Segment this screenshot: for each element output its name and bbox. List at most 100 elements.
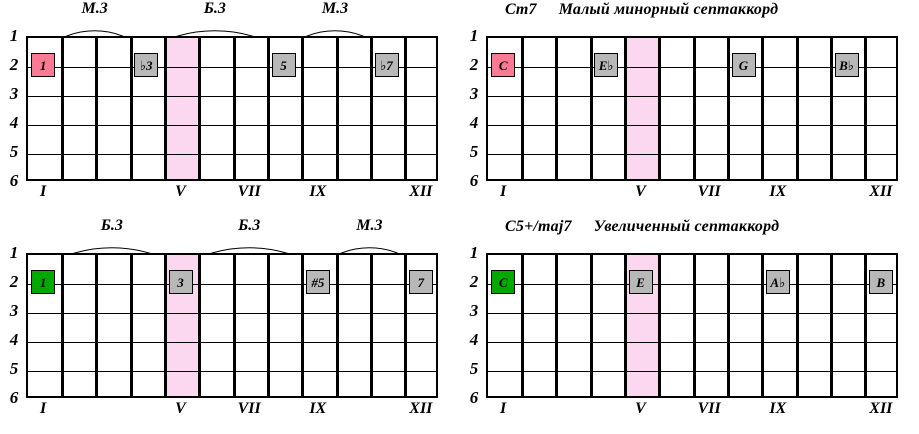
note-marker[interactable]: E♭ [594, 53, 619, 77]
note-marker[interactable]: C [491, 270, 516, 294]
fret-numeral-label: VII [697, 400, 721, 417]
note-marker[interactable]: B♭ [834, 53, 859, 77]
chord-symbol: C5+/maj7 [505, 218, 572, 235]
string-line [28, 154, 436, 155]
fret-line [726, 255, 730, 396]
string-line [488, 125, 896, 126]
string-line [488, 96, 896, 97]
string-number-label: 3 [9, 84, 19, 103]
fret-numeral-label: IX [309, 183, 327, 200]
fret-line [795, 38, 799, 179]
fret-line [589, 38, 593, 179]
fret-numeral-label: VII [697, 183, 721, 200]
fretboard [26, 36, 438, 181]
fret-line [623, 255, 627, 396]
note-marker[interactable]: #5 [305, 270, 330, 294]
fret-line [198, 255, 202, 396]
fret-numeral-label: XII [869, 183, 893, 200]
note-marker[interactable]: E [628, 270, 653, 294]
string-line [28, 67, 436, 68]
fret-line [129, 255, 133, 396]
fret-line [829, 255, 833, 396]
fret-line [589, 255, 593, 396]
fret-numeral-label: I [500, 400, 507, 417]
fret-line [232, 38, 236, 179]
fret-line [335, 38, 339, 179]
fret-line [404, 38, 408, 179]
note-marker[interactable]: 5 [271, 53, 296, 77]
string-number-label: 1 [469, 26, 479, 45]
interval-label: M.3 [81, 0, 108, 17]
fret-line [404, 255, 408, 396]
string-line [28, 313, 436, 314]
string-line [28, 342, 436, 343]
string-number-label: 1 [469, 243, 479, 262]
string-number-label: 2 [9, 55, 19, 74]
fret-line [232, 255, 236, 396]
string-line [28, 125, 436, 126]
note-marker[interactable]: C [491, 53, 516, 77]
chord-description: Увеличенный септаккорд [593, 218, 780, 235]
note-marker[interactable]: 1 [31, 270, 56, 294]
string-number-label: 2 [469, 272, 479, 291]
string-number-label: 5 [9, 142, 19, 161]
note-marker[interactable]: ♭7 [374, 53, 399, 77]
fret-numeral-label: I [500, 183, 507, 200]
string-number-label: 2 [469, 55, 479, 74]
string-line [28, 284, 436, 285]
string-number-label: 3 [469, 301, 479, 320]
note-marker[interactable]: B [868, 270, 893, 294]
string-number-label: 4 [469, 113, 479, 132]
fret-line [726, 38, 730, 179]
string-line [488, 284, 896, 285]
interval-label: Б.3 [238, 217, 261, 234]
string-line [488, 342, 896, 343]
fret-line [266, 255, 270, 396]
fret-numeral-label: I [40, 183, 47, 200]
chord-symbol: Cm7 [505, 1, 537, 18]
fret-numeral-label: XII [409, 183, 433, 200]
string-line [488, 313, 896, 314]
fret-numeral-label: XII [409, 400, 433, 417]
fret-line [864, 255, 868, 396]
string-line [488, 67, 896, 68]
string-number-label: 3 [9, 301, 19, 320]
fret-line [658, 38, 662, 179]
note-marker[interactable]: A♭ [765, 270, 790, 294]
fret-line [520, 255, 524, 396]
string-line [488, 154, 896, 155]
fret-line [163, 255, 167, 396]
string-number-label: 5 [469, 142, 479, 161]
note-marker[interactable]: ♭3 [134, 53, 159, 77]
fret-line [761, 255, 765, 396]
note-marker[interactable]: 7 [408, 270, 433, 294]
fret-numeral-label: V [175, 183, 186, 200]
string-number-label: 2 [9, 272, 19, 291]
fret-line [369, 255, 373, 396]
highlight-column [165, 38, 200, 179]
string-number-label: 1 [9, 243, 19, 262]
interval-label: M.3 [321, 0, 349, 17]
interval-label: M.3 [356, 217, 383, 234]
fret-numeral-label: IX [769, 400, 787, 417]
note-marker[interactable]: G [731, 53, 756, 77]
fret-line [829, 38, 833, 179]
string-number-label: 1 [9, 26, 19, 45]
string-number-label: 5 [469, 359, 479, 378]
fret-line [623, 38, 627, 179]
note-marker[interactable]: 3 [168, 270, 193, 294]
fret-numeral-label: V [635, 400, 646, 417]
note-marker[interactable]: 1 [31, 53, 56, 77]
chord-header: C5+/maj7 Увеличенный септаккорд [505, 218, 779, 242]
fret-line [60, 255, 64, 396]
interval-label: Б.3 [203, 0, 226, 17]
fretboard [486, 36, 898, 181]
fret-numeral-label: XII [869, 400, 893, 417]
fret-numeral-label: VII [237, 400, 261, 417]
fret-line [555, 38, 559, 179]
string-number-label: 6 [9, 171, 19, 190]
fret-numeral-label: IX [769, 183, 787, 200]
fret-line [60, 38, 64, 179]
